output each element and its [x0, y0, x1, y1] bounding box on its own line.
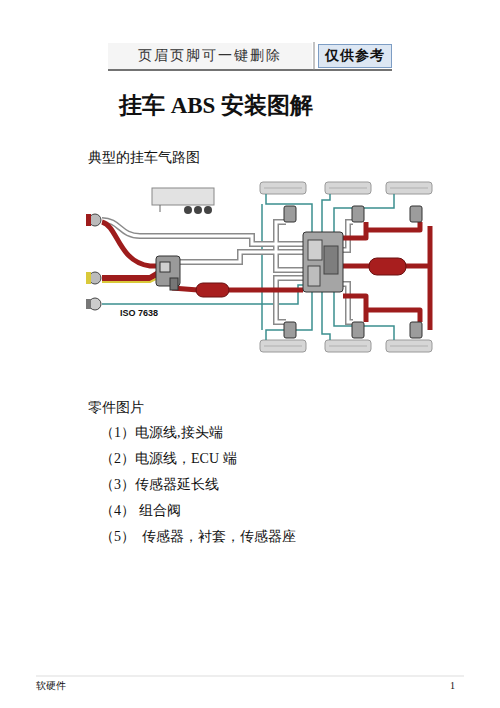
footer-text: 软硬件 [36, 680, 66, 692]
trailer-icon [152, 188, 214, 214]
part-item: （4） 组合阀 [100, 503, 181, 520]
connector-label: ISO 7638 [118, 308, 160, 319]
air-tank [196, 283, 229, 297]
section-heading: 零件图片 [88, 400, 144, 417]
header-band: 页眉页脚可一键删除 [108, 43, 312, 69]
footer-rule [36, 676, 464, 677]
emergency-line [102, 272, 160, 278]
reference-badge: 仅供参考 [318, 44, 392, 68]
abs-modulator [303, 232, 343, 292]
emergency-line-yellow [102, 276, 162, 282]
header-divider [314, 42, 315, 70]
brake-chambers [284, 206, 422, 338]
sensor-cables [102, 194, 394, 340]
part-item: （1）电源线,接头端 [100, 425, 223, 442]
part-item: （2）电源线，ECU 端 [100, 451, 237, 468]
node-text: 仅供参考 [325, 47, 385, 65]
header-rule [108, 69, 392, 71]
couplings [86, 214, 101, 310]
control-lines [102, 220, 353, 322]
emergency-valve [156, 256, 180, 290]
section-heading: 典型的挂车气路图 [88, 150, 200, 167]
part-item: （3）传感器延长线 [100, 477, 219, 494]
wheel-tread [264, 188, 428, 346]
page-title: 挂车 ABS 安装图解 [0, 92, 432, 120]
part-item: （5） 传感器，衬套，传感器座 [100, 529, 296, 546]
page-number: 1 [450, 680, 455, 692]
air-tank [369, 258, 406, 275]
supply-lines [102, 222, 430, 330]
wheels [260, 182, 432, 352]
node-text: 页眉页脚可一键删除 [138, 47, 282, 65]
